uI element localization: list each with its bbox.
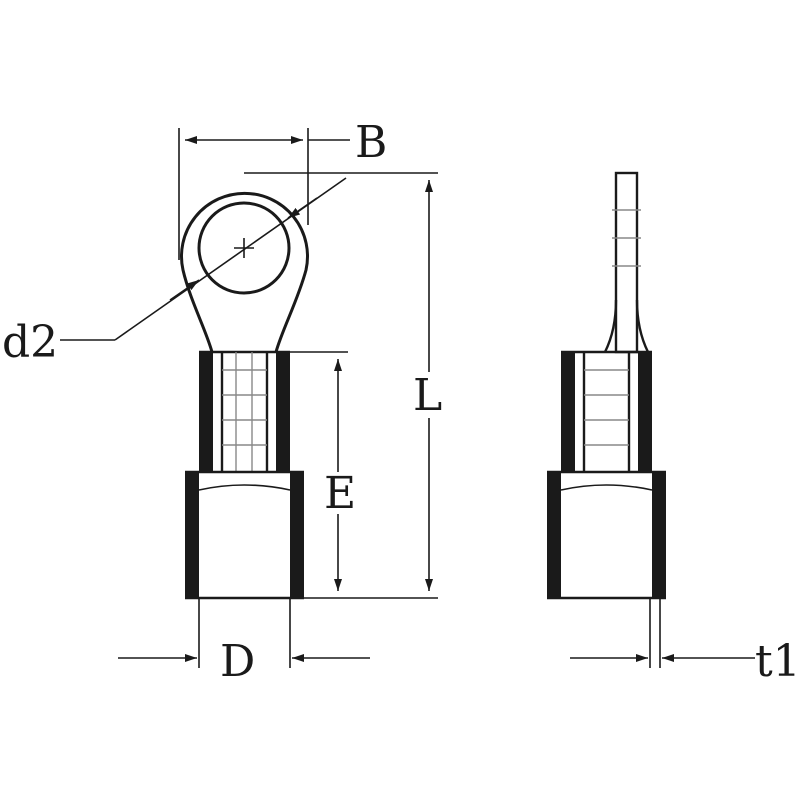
dimension-d: D: [118, 598, 370, 687]
label-e: E: [324, 468, 356, 519]
label-d: D: [220, 636, 255, 687]
side-insulation: [547, 470, 666, 600]
dimension-b: B: [178, 117, 387, 260]
barrel-sleeve: [199, 350, 290, 472]
stud-hole: [197, 201, 291, 295]
label-t1: t1: [755, 636, 800, 687]
label-b: B: [355, 117, 387, 168]
side-tongue: [603, 171, 650, 354]
ring-tongue: [180, 191, 309, 353]
label-d2: d2: [2, 317, 58, 368]
dimension-t1: t1: [570, 598, 800, 687]
side-barrel: [561, 350, 652, 472]
dimension-e: E: [290, 351, 356, 591]
dimension-d2: d2: [2, 177, 347, 368]
label-l: L: [413, 370, 442, 421]
side-view: t1: [547, 171, 800, 687]
front-view: B d2 L E: [2, 117, 448, 687]
insulation-sleeve: [185, 470, 304, 600]
dimension-l: L: [244, 172, 448, 599]
